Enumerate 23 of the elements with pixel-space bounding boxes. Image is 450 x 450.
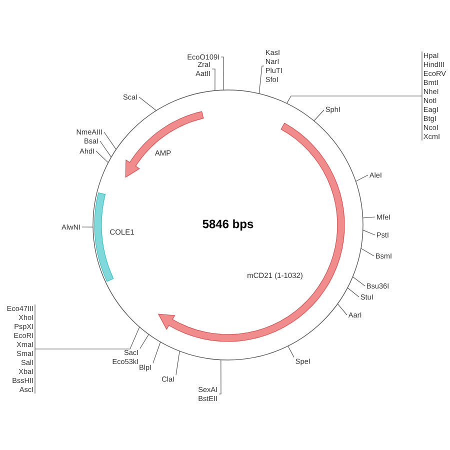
leader-line [218,360,222,394]
leader-line [355,174,368,182]
leader-line [152,342,161,364]
leader-line [100,140,112,158]
leader-line [352,276,366,286]
leader-line [212,68,216,91]
leader-line [34,326,140,350]
leader-line [96,150,109,163]
leader-line [337,304,348,316]
leader-line [82,226,94,228]
leader-line [140,334,150,349]
leader-line [288,346,294,358]
leader-line [220,56,224,90]
leader-line [360,248,374,256]
leader-line [176,350,180,376]
leader-line [138,96,157,111]
leader-line [362,230,376,236]
leader-line [362,216,376,218]
leader-line [347,288,360,298]
leader-line [286,96,422,104]
leader-line [258,66,264,94]
leader-line [314,110,324,122]
leader-line [104,132,116,150]
